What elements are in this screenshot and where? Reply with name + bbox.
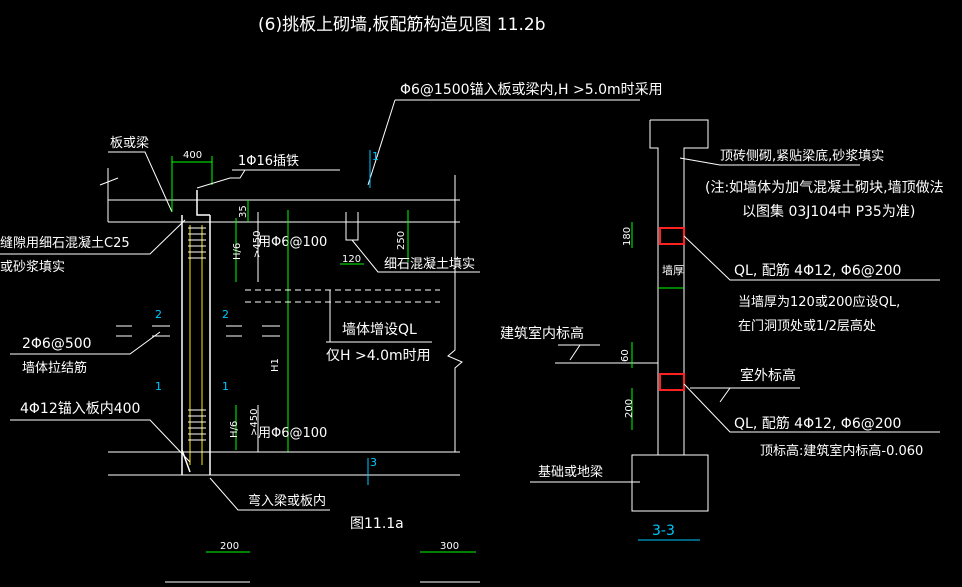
section-label: 3-3 (652, 523, 675, 539)
section-mark-1-top: 1 (372, 150, 379, 163)
dim-200-text: 200 (624, 399, 635, 418)
foundation-block (631, 454, 709, 512)
beam-leader (108, 151, 173, 213)
gap-fill-leader (0, 219, 186, 255)
tie-bar-leader (10, 331, 161, 355)
dim-250-text: 250 (396, 231, 407, 250)
dim-120-text: 120 (342, 254, 361, 265)
dim-60-text: 60 (620, 349, 631, 362)
section-mark-1a: 1 (155, 380, 162, 393)
ql-cond-1: 当墙厚为120或200应设QL, (738, 294, 900, 310)
drawing-title: (6)挑板上砌墙,板配筋构造见图 11.2b (258, 15, 546, 35)
hspec-bot-value: >450 (249, 409, 260, 436)
hspec-bot-h6: H/6 (229, 421, 240, 438)
ql-top-box (659, 227, 685, 245)
stirrup-bot-label: 用Φ6@100 (258, 426, 327, 441)
ql-top-label: QL, 配筋 4Φ12, Φ6@200 (734, 262, 901, 279)
insert-bar-label: 1Φ16插铁 (238, 154, 299, 169)
outdoor-marker (690, 387, 800, 403)
dim-200-bottom-text: 200 (220, 541, 239, 552)
note-line-2: 以图集 03J104中 P35为准) (742, 203, 915, 220)
fine-concrete-label: 细石混凝土填实 (384, 256, 475, 272)
right-detail: 顶砖侧砌,紧贴梁底,砂浆填实 (注:如墙体为加气混凝土砌块,墙顶做法 以图集 0… (500, 119, 944, 541)
ql-top-leader (683, 235, 940, 281)
outdoor-label: 室外标高 (740, 367, 796, 384)
top-elev-label: 顶标高:建筑室内标高-0.060 (760, 443, 923, 459)
embed-bend (181, 449, 191, 473)
indoor-label: 建筑室内标高 (500, 325, 584, 342)
stirrup-top-label: 用Φ6@100 (258, 235, 327, 250)
left-detail: Φ6@1500锚入板或梁内,H >5.0m时采用 板或梁 400 1Φ16插铁 … (0, 82, 663, 583)
anchor-bar-label: 4Φ12锚入板内400 (20, 401, 140, 417)
dim-180-text: 180 (622, 227, 633, 246)
dim-35-text: 35 (238, 205, 249, 218)
top-stirrup-ladder (188, 227, 206, 259)
section-mark-1b: 1 (222, 380, 229, 393)
ql-bot-leader (683, 383, 940, 433)
ql-bot-box (659, 373, 685, 391)
wall-right-break (447, 222, 463, 452)
wall-left-outline (649, 120, 659, 455)
note-line-1: (注:如墙体为加气混凝土砌块,墙顶做法 (705, 180, 944, 196)
fine-concrete-leader (351, 239, 480, 273)
tie-bar-marks (116, 325, 280, 337)
anchor-note: Φ6@1500锚入板或梁内,H >5.0m时采用 (400, 82, 663, 98)
anchor-bar-leader (10, 419, 191, 463)
ql-bot-label: QL, 配筋 4Φ12, Φ6@200 (734, 415, 901, 432)
wall-thk-label: 墙厚 (662, 263, 684, 277)
section-mark-3: 3 (370, 456, 377, 469)
embed-label: 弯入梁或板内 (248, 493, 326, 509)
dim-400-text: 400 (183, 150, 202, 161)
hspec-top-h6: H/6 (232, 243, 243, 260)
tie-bar-label: 2Φ6@500 (22, 336, 92, 352)
fine-concrete-box (345, 212, 359, 241)
indoor-marker (558, 344, 600, 361)
beam-label: 板或梁 (110, 136, 149, 151)
anchor-note-leader (367, 99, 396, 186)
embed-leader (209, 477, 330, 511)
dim-300-bottom-text: 300 (440, 541, 459, 552)
tie-bar-desc: 墙体拉结筋 (22, 360, 87, 376)
gap-fill-line2: 或砂浆填实 (0, 260, 65, 275)
h1-dim-text: H1 (270, 358, 281, 372)
insert-bar-bend (196, 190, 210, 216)
wall-right-outline (650, 119, 709, 455)
foundation-label: 基础或地梁 (538, 465, 603, 480)
ql-label-2: 仅H >4.0m时用 (326, 348, 431, 364)
gap-fill-line1: 缝隙用细石混凝土C25 (0, 235, 130, 251)
top-note-leader (679, 157, 860, 166)
top-note: 顶砖侧砌,紧贴梁底,砂浆填实 (720, 148, 884, 164)
bottom-stirrup-ladder (188, 409, 206, 441)
section-mark-2b: 2 (222, 308, 229, 321)
slab-break-mark (99, 177, 119, 186)
section-mark-2a: 2 (155, 308, 162, 321)
ql-cond-2: 在门洞顶处或1/2层高处 (738, 318, 876, 334)
figure-label: 图11.1a (350, 516, 404, 532)
ql-label-1: 墙体增设QL (342, 322, 417, 338)
insert-bar-leader (196, 169, 246, 189)
